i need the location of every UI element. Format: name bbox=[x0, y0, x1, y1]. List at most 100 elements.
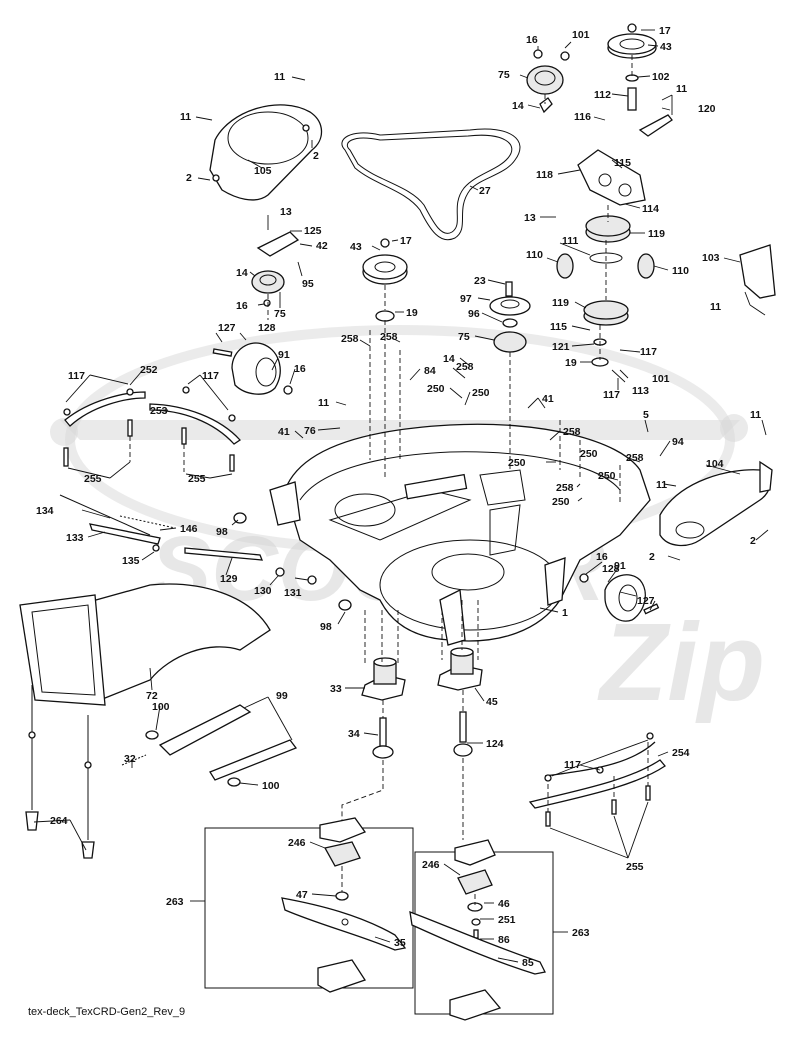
callout-250-b: 250 bbox=[472, 387, 490, 399]
callout-43: 43 bbox=[660, 41, 672, 53]
spacer-112-102 bbox=[625, 74, 639, 111]
callout-117-rail-a: 117 bbox=[68, 370, 85, 382]
callout-125: 125 bbox=[304, 225, 322, 237]
blade-adapter-246-right bbox=[454, 839, 496, 939]
rod-134 bbox=[59, 494, 151, 536]
callout-94: 94 bbox=[672, 436, 684, 448]
callout-23: 23 bbox=[474, 275, 486, 287]
bushing-131 bbox=[307, 575, 317, 585]
callout-13: 13 bbox=[524, 212, 536, 224]
callout-251: 251 bbox=[498, 914, 516, 926]
callout-255-a: 255 bbox=[84, 473, 102, 485]
callout-17-center: 17 bbox=[400, 235, 412, 247]
callout-104: 104 bbox=[706, 458, 724, 470]
callout-119-lower: 119 bbox=[552, 297, 569, 309]
callout-115-lower: 115 bbox=[550, 321, 567, 333]
callout-16-left: 16 bbox=[236, 300, 248, 312]
pulley-43-top bbox=[607, 23, 657, 59]
callout-117-right: 117 bbox=[640, 346, 657, 358]
callout-258-d: 258 bbox=[563, 426, 581, 438]
callout-76: 76 bbox=[304, 425, 316, 437]
callout-98-b: 98 bbox=[320, 621, 332, 633]
callout-250-c: 250 bbox=[580, 448, 598, 460]
lever-133 bbox=[89, 523, 161, 545]
nut-135 bbox=[152, 544, 160, 552]
spindle-housing-33 bbox=[361, 657, 406, 701]
spindle-shaft-34 bbox=[372, 717, 394, 759]
gauge-wheel-128-right bbox=[579, 573, 660, 622]
callout-95: 95 bbox=[302, 278, 314, 290]
diagram-caption: tex-deck_TexCRD-Gen2_Rev_9 bbox=[28, 1006, 186, 1018]
callout-254: 254 bbox=[672, 747, 690, 759]
callout-84: 84 bbox=[424, 365, 436, 377]
callout-253: 253 bbox=[150, 405, 168, 417]
belt-cover-105 bbox=[209, 104, 323, 201]
callout-115: 115 bbox=[614, 157, 631, 169]
gear-119-lower bbox=[583, 300, 629, 326]
blade-85 bbox=[409, 911, 546, 975]
spring-32 bbox=[121, 754, 147, 766]
callout-120: 120 bbox=[698, 103, 716, 115]
callout-17: 17 bbox=[659, 25, 671, 37]
callout-127-right: 127 bbox=[637, 595, 655, 607]
callout-250-a: 250 bbox=[427, 383, 445, 395]
callout-75: 75 bbox=[498, 69, 510, 81]
bolt-100a bbox=[145, 730, 159, 740]
callout-46: 46 bbox=[498, 898, 510, 910]
callout-2-right-b: 2 bbox=[750, 535, 756, 547]
callout-1: 1 bbox=[562, 607, 568, 619]
callout-75-center: 75 bbox=[458, 331, 470, 343]
callout-100-a: 100 bbox=[152, 701, 170, 713]
lift-arm-99b bbox=[209, 739, 298, 781]
callout-255-c: 255 bbox=[626, 861, 644, 873]
callout-111: 111 bbox=[562, 235, 579, 247]
callout-130: 130 bbox=[254, 585, 272, 597]
callout-105: 105 bbox=[254, 165, 272, 177]
drive-belt-27 bbox=[341, 128, 521, 241]
spindle-housing-45 bbox=[437, 647, 483, 691]
callout-91-left: 91 bbox=[278, 349, 290, 361]
callout-110-left: 110 bbox=[526, 249, 543, 261]
callout-263-left: 263 bbox=[166, 896, 184, 908]
bolt-98b bbox=[338, 599, 352, 611]
callout-16-wheel: 16 bbox=[294, 363, 306, 375]
discharge-chute-72 bbox=[19, 583, 271, 706]
callout-134: 134 bbox=[36, 505, 54, 517]
callout-102: 102 bbox=[652, 71, 670, 83]
callout-2-right-a: 2 bbox=[649, 551, 655, 563]
bolt-100b bbox=[227, 777, 241, 787]
callout-75-left: 75 bbox=[274, 308, 286, 320]
lift-arm-99a bbox=[158, 704, 252, 756]
blade-35 bbox=[281, 897, 407, 951]
callout-246-left: 246 bbox=[288, 837, 306, 849]
callout-121: 121 bbox=[552, 341, 570, 353]
callout-128-right: 128 bbox=[602, 563, 620, 575]
rod-129 bbox=[184, 547, 263, 561]
callout-33: 33 bbox=[330, 683, 342, 695]
callout-47: 47 bbox=[296, 889, 308, 901]
callout-11-cover: 11 bbox=[180, 111, 191, 123]
callout-35: 35 bbox=[394, 937, 406, 949]
callout-258-b: 258 bbox=[380, 331, 398, 343]
callout-14-center: 14 bbox=[443, 353, 455, 365]
callout-258-c: 258 bbox=[456, 361, 474, 373]
clip-130 bbox=[275, 567, 285, 577]
callout-100-b: 100 bbox=[262, 780, 280, 792]
callout-250-f: 250 bbox=[552, 496, 570, 508]
callout-117-lower: 117 bbox=[603, 389, 620, 401]
callout-2-cover-right: 2 bbox=[313, 150, 319, 162]
callout-118: 118 bbox=[536, 169, 553, 181]
callout-128-left: 128 bbox=[258, 322, 276, 334]
callout-96: 96 bbox=[468, 308, 480, 320]
callout-34: 34 bbox=[348, 728, 360, 740]
blade-adapter-246-left bbox=[319, 817, 367, 901]
callout-101: 101 bbox=[572, 29, 590, 41]
callout-11: 11 bbox=[676, 83, 687, 95]
callout-5: 5 bbox=[643, 409, 649, 421]
idler-arm-125 bbox=[251, 231, 300, 307]
gear-110-left bbox=[556, 253, 574, 279]
callout-263-right: 263 bbox=[572, 927, 590, 939]
gauge-wheel-128-left bbox=[212, 342, 293, 395]
callout-103: 103 bbox=[702, 252, 720, 264]
callout-2-cover-left: 2 bbox=[186, 172, 192, 184]
